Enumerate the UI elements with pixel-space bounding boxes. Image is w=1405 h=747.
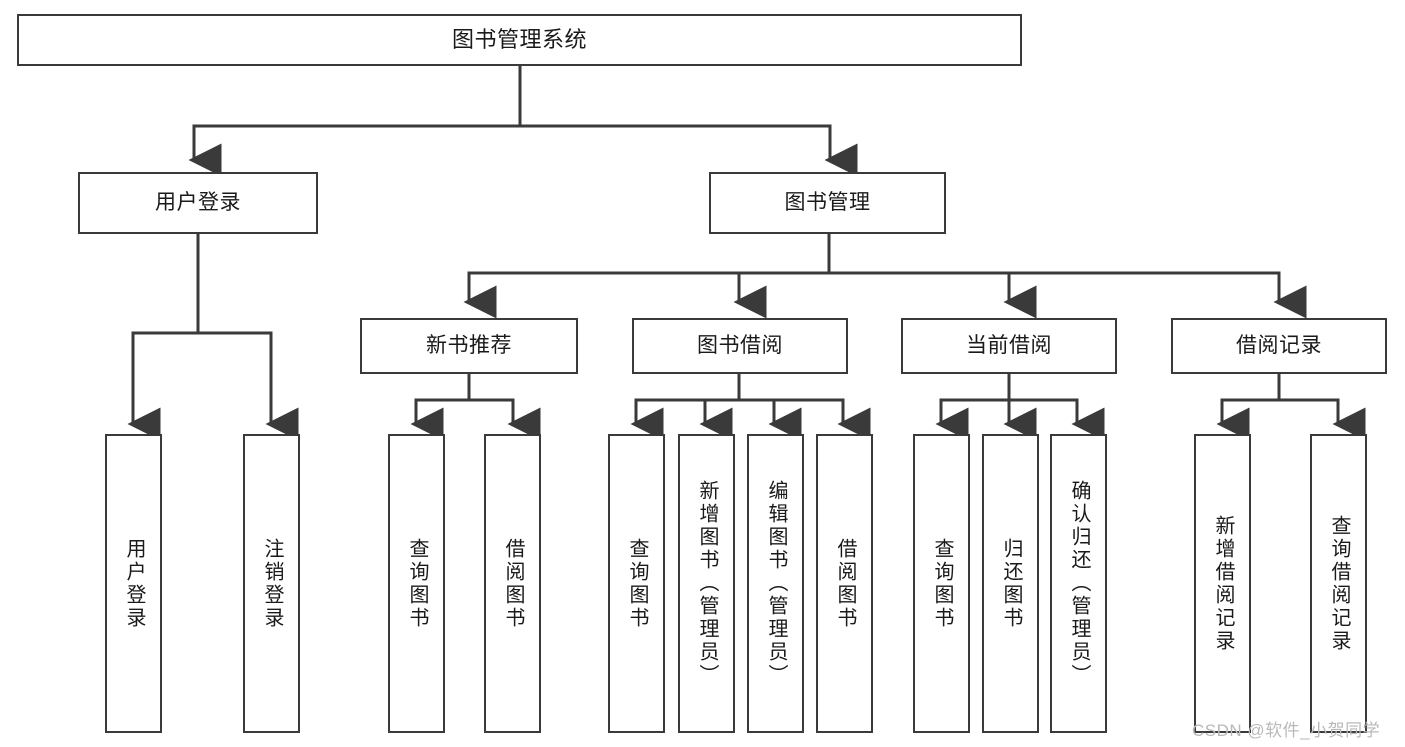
- node-root-system[interactable]: 图书管理系统: [17, 14, 1022, 66]
- node-leaf-return-book[interactable]: 归还图书: [982, 434, 1039, 733]
- node-leaf-logout[interactable]: 注销登录: [243, 434, 300, 733]
- node-leaf-add-book-label: 新增图书（管理员）: [696, 480, 718, 687]
- node-book-borrow[interactable]: 图书借阅: [632, 318, 848, 374]
- node-current-borrow[interactable]: 当前借阅: [901, 318, 1117, 374]
- node-leaf-query-book-1-label: 查询图书: [406, 537, 428, 630]
- node-leaf-query-record[interactable]: 查询借阅记录: [1310, 434, 1367, 733]
- watermark-text: CSDN @软件_小贺同学: [1192, 721, 1381, 740]
- node-root-system-label: 图书管理系统: [451, 26, 587, 52]
- node-leaf-user-login-label: 用户登录: [123, 537, 145, 630]
- node-borrow-record[interactable]: 借阅记录: [1171, 318, 1387, 374]
- node-leaf-add-record-label: 新增借阅记录: [1212, 514, 1234, 653]
- node-book-borrow-label: 图书借阅: [697, 334, 783, 358]
- node-leaf-borrow-book-1[interactable]: 借阅图书: [484, 434, 541, 733]
- node-user-login[interactable]: 用户登录: [78, 172, 318, 234]
- node-new-book-recommend[interactable]: 新书推荐: [360, 318, 578, 374]
- node-leaf-edit-book[interactable]: 编辑图书（管理员）: [747, 434, 804, 733]
- node-leaf-confirm-return-label: 确认归还（管理员）: [1068, 480, 1090, 687]
- node-leaf-borrow-book-1-label: 借阅图书: [502, 537, 524, 630]
- node-leaf-query-book-3-label: 查询图书: [931, 537, 953, 630]
- node-leaf-user-login[interactable]: 用户登录: [105, 434, 162, 733]
- node-user-login-label: 用户登录: [155, 191, 241, 215]
- node-borrow-record-label: 借阅记录: [1236, 334, 1322, 358]
- node-leaf-edit-book-label: 编辑图书（管理员）: [765, 480, 787, 687]
- node-leaf-query-record-label: 查询借阅记录: [1328, 514, 1350, 653]
- node-leaf-query-book-1[interactable]: 查询图书: [388, 434, 445, 733]
- node-leaf-add-book[interactable]: 新增图书（管理员）: [678, 434, 735, 733]
- node-new-book-recommend-label: 新书推荐: [426, 334, 512, 358]
- node-leaf-add-record[interactable]: 新增借阅记录: [1194, 434, 1251, 733]
- node-leaf-query-book-2[interactable]: 查询图书: [608, 434, 665, 733]
- node-leaf-logout-label: 注销登录: [261, 537, 283, 630]
- node-current-borrow-label: 当前借阅: [966, 334, 1052, 358]
- node-leaf-query-book-2-label: 查询图书: [626, 537, 648, 630]
- node-leaf-query-book-3[interactable]: 查询图书: [913, 434, 970, 733]
- node-leaf-return-book-label: 归还图书: [1000, 537, 1022, 630]
- node-leaf-confirm-return[interactable]: 确认归还（管理员）: [1050, 434, 1107, 733]
- node-leaf-borrow-book-2-label: 借阅图书: [834, 537, 856, 630]
- node-leaf-borrow-book-2[interactable]: 借阅图书: [816, 434, 873, 733]
- node-book-management-label: 图书管理: [784, 191, 871, 215]
- node-book-management[interactable]: 图书管理: [709, 172, 946, 234]
